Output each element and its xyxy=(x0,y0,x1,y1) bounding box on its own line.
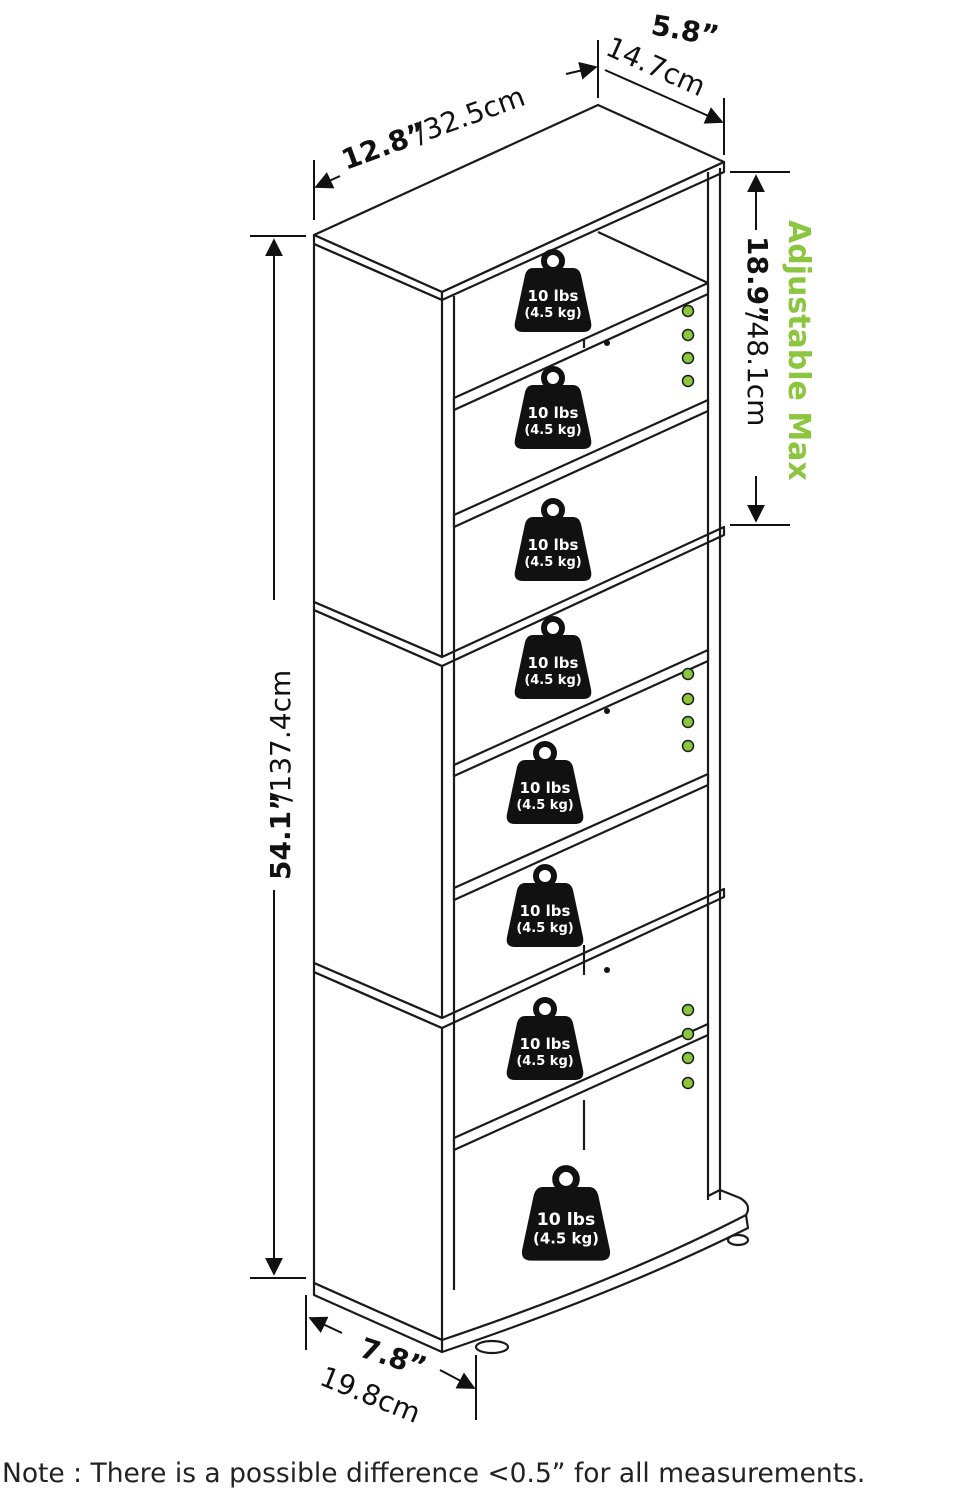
dimension-lines xyxy=(250,40,790,1420)
shelf-gap-inch-label: 18.9” xyxy=(741,236,774,324)
peg-hole xyxy=(681,328,695,342)
weight-kg-label: (4.5 kg) xyxy=(516,1054,573,1069)
shelf-pins xyxy=(604,340,610,973)
peg-hole xyxy=(681,1003,695,1017)
weight-kg-label: (4.5 kg) xyxy=(524,673,581,688)
weight-kg-label: (4.5 kg) xyxy=(524,306,581,321)
weight-lbs-label: 10 lbs xyxy=(528,536,579,554)
weight-lbs-label: 10 lbs xyxy=(528,404,579,422)
shelf-weight-7: 10 lbs(4.5 kg) xyxy=(506,997,584,1080)
weight-kg-label: (4.5 kg) xyxy=(533,1229,599,1247)
weight-icon xyxy=(506,997,584,1080)
shelf-weight-8: 10 lbs(4.5 kg) xyxy=(521,1165,611,1261)
peg-hole xyxy=(681,667,695,681)
weight-lbs-label: 10 lbs xyxy=(537,1210,596,1230)
peg-hole xyxy=(681,692,695,706)
shelves xyxy=(452,281,710,1152)
shelf-weight-6: 10 lbs(4.5 kg) xyxy=(506,864,584,947)
shelf-gap-cm-label: /48.1cm xyxy=(741,312,774,426)
weight-icon xyxy=(514,366,592,449)
weight-lbs-label: 10 lbs xyxy=(528,654,579,672)
shelf-weight-3: 10 lbs(4.5 kg) xyxy=(514,498,592,581)
shelf-weight-4: 10 lbs(4.5 kg) xyxy=(514,616,592,699)
shelf-weight-icons: 10 lbs(4.5 kg)10 lbs(4.5 kg)10 lbs(4.5 k… xyxy=(506,249,611,1261)
height-inch-label: 54.1” xyxy=(264,793,297,881)
weight-icon xyxy=(514,249,592,332)
peg-holes xyxy=(681,304,695,1090)
height-cm-label: /137.4cm xyxy=(264,670,297,802)
weight-icon xyxy=(514,616,592,699)
shelf-weight-1: 10 lbs(4.5 kg) xyxy=(514,249,592,332)
peg-hole xyxy=(681,304,695,318)
weight-lbs-label: 10 lbs xyxy=(520,902,571,920)
peg-hole xyxy=(681,1076,695,1090)
weight-icon xyxy=(521,1165,611,1261)
shelf-weight-2: 10 lbs(4.5 kg) xyxy=(514,366,592,449)
weight-icon xyxy=(506,741,584,824)
peg-hole xyxy=(681,1051,695,1065)
weight-kg-label: (4.5 kg) xyxy=(524,423,581,438)
peg-hole xyxy=(681,374,695,388)
weight-kg-label: (4.5 kg) xyxy=(516,921,573,936)
measurement-note: Note : There is a possible difference <0… xyxy=(2,1458,866,1489)
depth-inch-label: 5.8” xyxy=(649,8,722,52)
peg-hole xyxy=(681,351,695,365)
weight-icon xyxy=(514,498,592,581)
weight-kg-label: (4.5 kg) xyxy=(516,798,573,813)
peg-hole xyxy=(681,1027,695,1041)
adjustable-max-label: Adjustable Max xyxy=(781,220,816,481)
peg-hole xyxy=(681,739,695,753)
width-cm-label: /32.5cm xyxy=(410,80,529,150)
bookshelf-outline xyxy=(312,103,750,1355)
weight-lbs-label: 10 lbs xyxy=(520,1035,571,1053)
shelf-weight-5: 10 lbs(4.5 kg) xyxy=(506,741,584,824)
weight-lbs-label: 10 lbs xyxy=(528,287,579,305)
weight-kg-label: (4.5 kg) xyxy=(524,555,581,570)
weight-icon xyxy=(506,864,584,947)
weight-lbs-label: 10 lbs xyxy=(520,779,571,797)
peg-hole xyxy=(681,715,695,729)
